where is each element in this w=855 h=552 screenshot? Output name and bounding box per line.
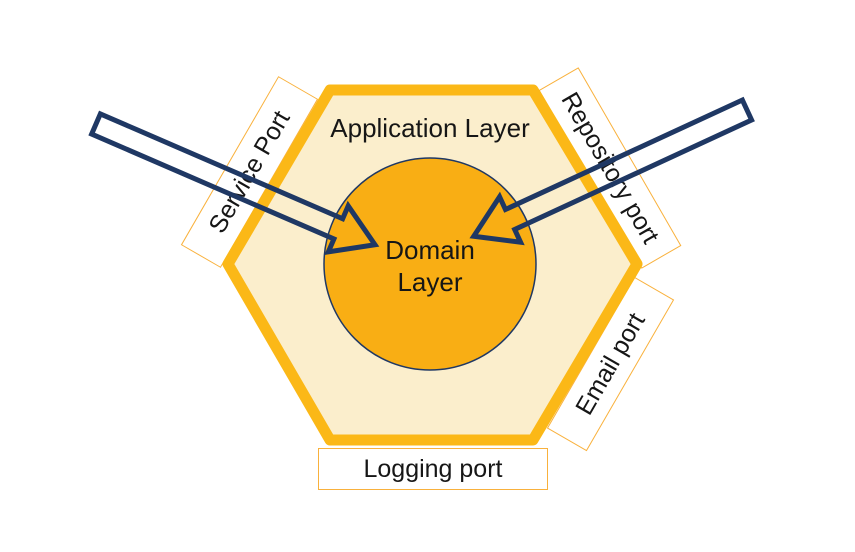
port-label-logging: Logging port bbox=[363, 454, 503, 483]
inbound-arrow-right bbox=[469, 96, 755, 246]
domain-layer-label: Domain Layer bbox=[350, 234, 510, 298]
inbound-arrow-left bbox=[88, 110, 380, 255]
domain-circle bbox=[323, 157, 537, 371]
domain-layer-label-line1: Domain bbox=[385, 235, 475, 265]
domain-layer-label-line2: Layer bbox=[397, 267, 463, 297]
application-layer-label: Application Layer bbox=[330, 113, 530, 143]
port-box-logging: Logging port bbox=[318, 448, 548, 490]
